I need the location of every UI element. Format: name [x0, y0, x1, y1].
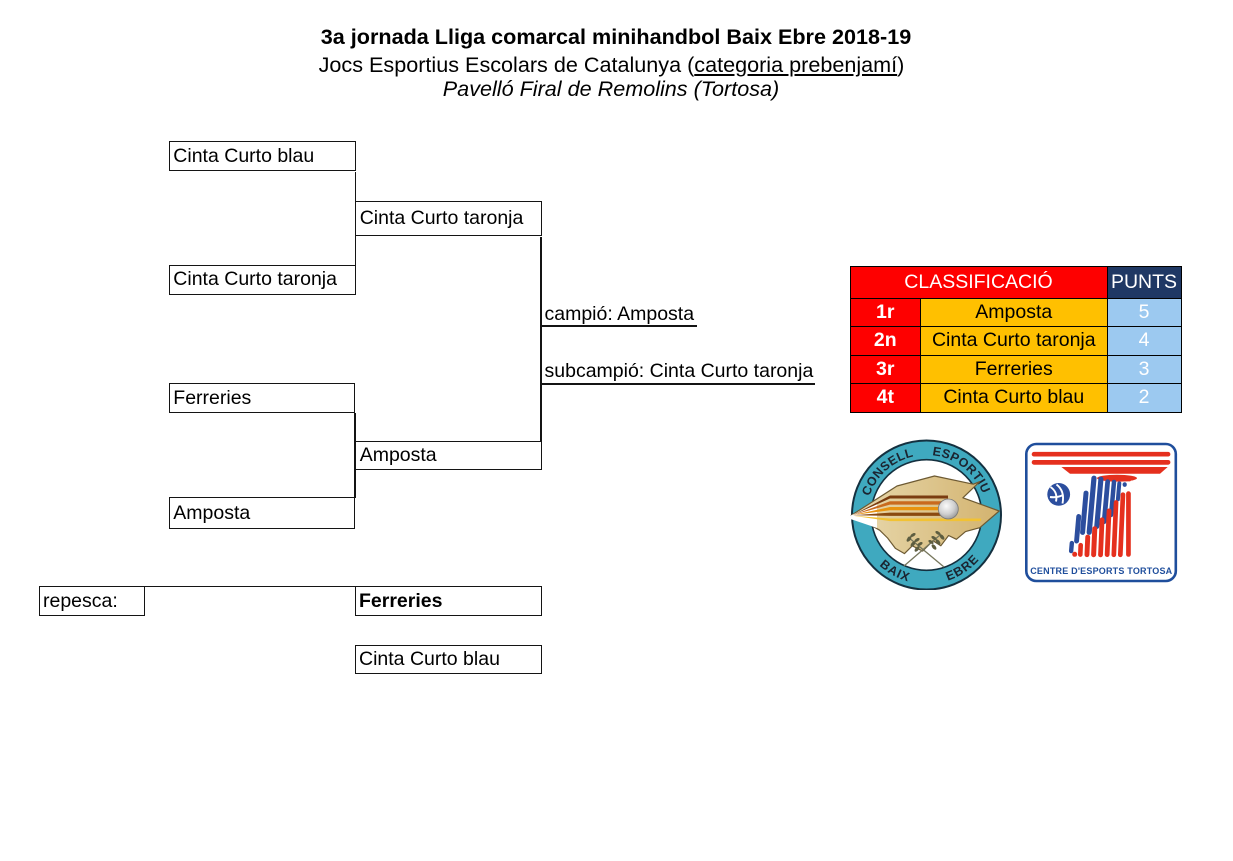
svg-text:CENTRE D'ESPORTS TORTOSA: CENTRE D'ESPORTS TORTOSA — [1030, 566, 1172, 576]
